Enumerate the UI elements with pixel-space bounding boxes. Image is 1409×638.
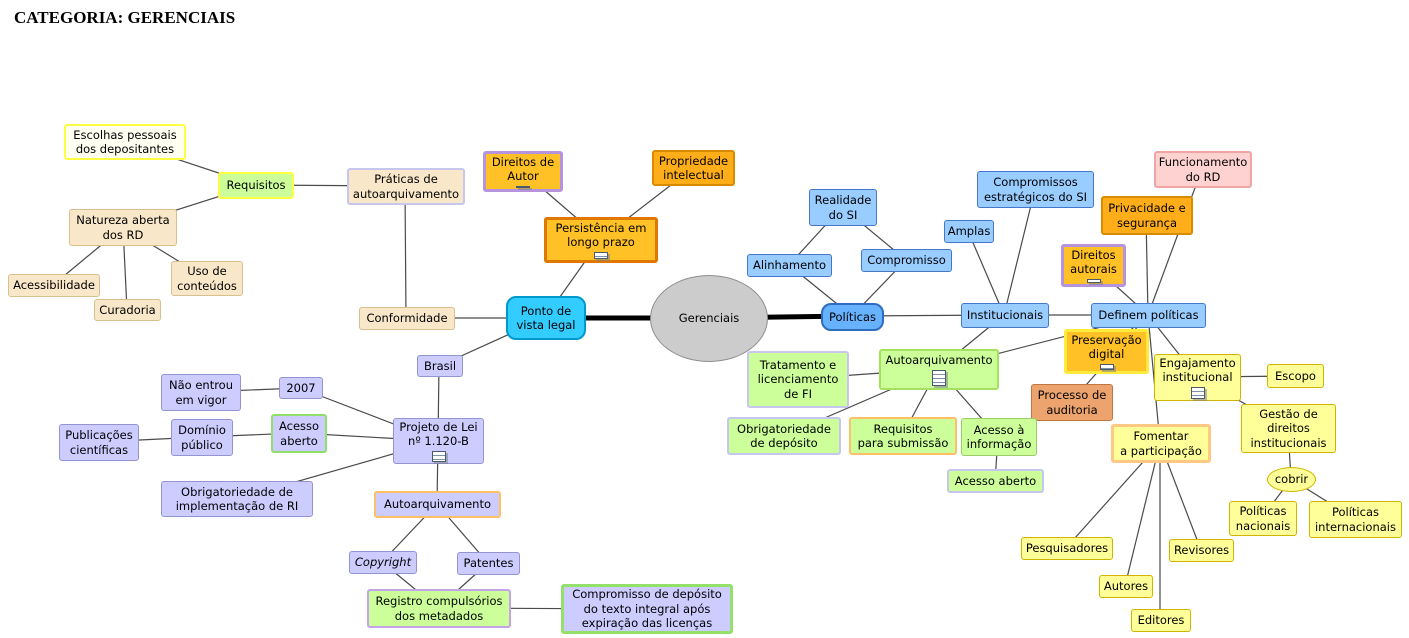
resource-icon[interactable] (431, 450, 446, 462)
node-2007[interactable]: 2007 (279, 377, 323, 399)
node-direitos-autorais[interactable]: Direitos autorais (1061, 244, 1126, 287)
node-gerenciais[interactable]: Gerenciais (650, 275, 768, 362)
node-acessibilidade[interactable]: Acessibilidade (8, 274, 100, 297)
node-compromissos-estrategicos[interactable]: Compromissos estratégicos do SI (977, 171, 1094, 208)
node-realidade-si[interactable]: Realidade do SI (809, 189, 877, 226)
node-editores[interactable]: Editores (1131, 609, 1191, 632)
node-curadoria[interactable]: Curadoria (94, 299, 161, 321)
node-uso-conteudos[interactable]: Uso de conteúdos (171, 261, 243, 296)
resource-icon[interactable] (1190, 386, 1205, 399)
node-registro-compulsorios[interactable]: Registro compulsórios dos metadados (367, 589, 511, 628)
node-institucionais[interactable]: Institucionais (961, 303, 1049, 328)
node-ponto-vista-legal[interactable]: Ponto de vista legal (506, 296, 586, 340)
node-patentes[interactable]: Patentes (457, 552, 520, 575)
node-publicacoes-cientificas[interactable]: Publicações científicas (59, 424, 139, 461)
node-politicas-nacionais[interactable]: Políticas nacionais (1229, 501, 1297, 536)
node-direitos-de-autor[interactable]: Direitos de Autor (483, 151, 563, 192)
node-revisores[interactable]: Revisores (1169, 539, 1234, 562)
node-propriedade-intelectual[interactable]: Propriedade intelectual (652, 150, 735, 186)
node-preservacao-digital[interactable]: Preservação digital (1064, 329, 1149, 374)
node-acesso-aberto-right[interactable]: Acesso aberto (947, 469, 1044, 493)
node-funcionamento-rd[interactable]: Funcionamento do RD (1154, 151, 1252, 188)
node-politicas[interactable]: Políticas (821, 303, 884, 331)
resource-icon[interactable] (932, 369, 946, 386)
node-obrigatoriedade-ri[interactable]: Obrigatoriedade de implementação de RI (161, 481, 313, 517)
node-alinhamento[interactable]: Alinhamento (747, 254, 832, 277)
node-projeto-de-lei[interactable]: Projeto de Lei nº 1.120-B (393, 418, 484, 464)
node-nao-entrou-em-vigor[interactable]: Não entrou em vigor (161, 374, 241, 411)
resource-icon[interactable] (1099, 363, 1114, 370)
node-amplas[interactable]: Amplas (944, 220, 994, 243)
node-requisitos[interactable]: Requisitos (218, 172, 294, 199)
node-gestao-direitos[interactable]: Gestão de direitos institucionais (1241, 404, 1336, 453)
node-acesso-informacao[interactable]: Acesso à informação (961, 418, 1037, 456)
node-autoarquivamento-left[interactable]: Autoarquivamento (374, 491, 501, 518)
node-politicas-internacionais[interactable]: Políticas internacionais (1309, 501, 1402, 538)
node-autores[interactable]: Autores (1099, 575, 1153, 598)
node-cobrir[interactable]: cobrir (1267, 467, 1316, 492)
resource-icon[interactable] (1086, 278, 1101, 283)
node-privacidade-seguranca[interactable]: Privacidade e segurança (1101, 196, 1193, 235)
node-requisitos-submissao[interactable]: Requisitos para submissão (849, 417, 957, 455)
node-praticas-autoarquivamento[interactable]: Práticas de autoarquivamento (347, 168, 465, 205)
node-escolhas-pessoais[interactable]: Escolhas pessoais dos depositantes (64, 124, 186, 160)
node-obrigatoriedade-deposito[interactable]: Obrigatoriedade de depósito (727, 417, 841, 455)
resource-icon[interactable] (594, 251, 608, 259)
node-compromisso-deposito[interactable]: Compromisso de depósito do texto integra… (561, 584, 733, 634)
node-dominio-publico[interactable]: Domínio público (171, 419, 233, 456)
node-conformidade[interactable]: Conformidade (359, 307, 455, 330)
node-engajamento-institucional[interactable]: Engajamento institucional (1154, 354, 1241, 401)
node-natureza-aberta[interactable]: Natureza aberta dos RD (69, 209, 177, 246)
node-copyright[interactable]: Copyright (349, 551, 417, 574)
node-fomentar-participacao[interactable]: Fomentar a participação (1111, 424, 1211, 463)
node-compromisso[interactable]: Compromisso (861, 249, 952, 272)
node-brasil[interactable]: Brasil (417, 355, 463, 377)
resource-icon[interactable] (516, 185, 530, 188)
node-autoarquivamento-right[interactable]: Autoarquivamento (879, 349, 999, 390)
node-processo-auditoria[interactable]: Processo de auditoria (1031, 384, 1113, 421)
node-tratamento-licenciamento[interactable]: Tratamento e licenciamento de FI (747, 351, 849, 408)
page-title: CATEGORIA: GERENCIAIS (14, 8, 236, 27)
node-definem-politicas[interactable]: Definem políticas (1091, 303, 1206, 328)
node-pesquisadores[interactable]: Pesquisadores (1021, 537, 1113, 560)
node-persistencia[interactable]: Persistência em longo prazo (544, 217, 658, 263)
node-escopo[interactable]: Escopo (1267, 364, 1324, 388)
node-acesso-aberto-left[interactable]: Acesso aberto (271, 414, 327, 453)
